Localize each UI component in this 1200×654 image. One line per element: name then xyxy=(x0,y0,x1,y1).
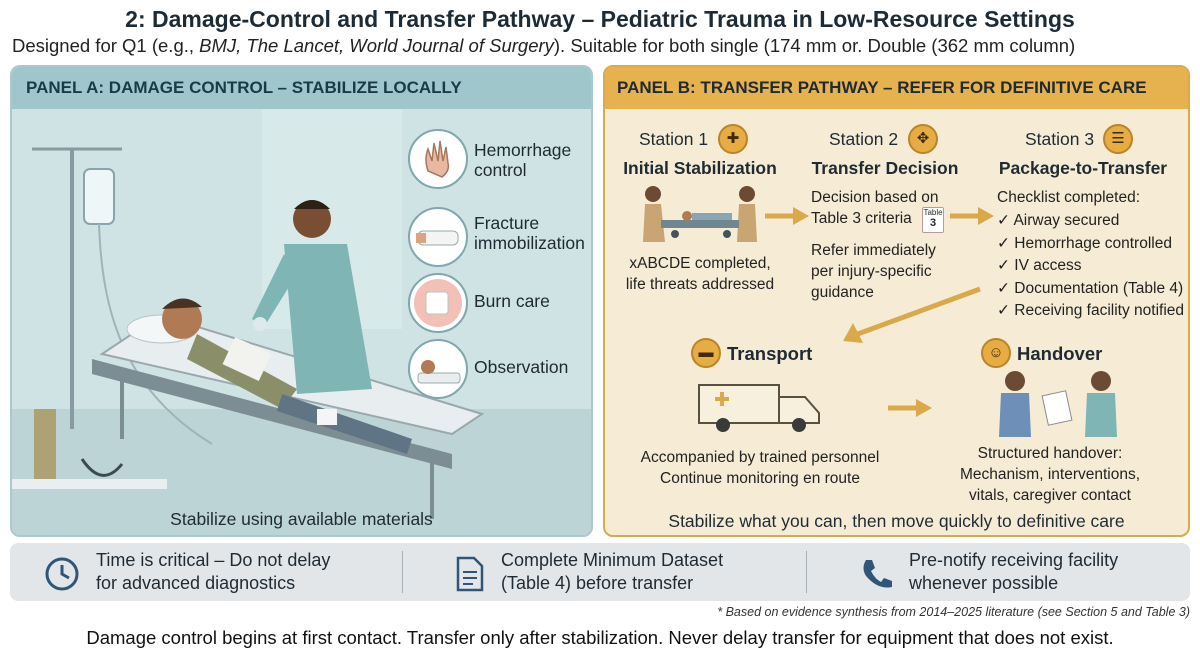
badge-number: 3 xyxy=(929,217,937,229)
hemorrhage-label-1: Hemorrhage xyxy=(474,140,572,160)
key-messages-bar: Time is critical – Do not delay for advan… xyxy=(10,543,1190,601)
station-1-line-2: life threats addressed xyxy=(625,276,775,293)
transport-line-2: Continue monitoring en route xyxy=(660,470,860,487)
subtitle-journals: BMJ, The Lancet, World Journal of Surger… xyxy=(199,35,554,56)
station-2-line-2: Table 3 criteria xyxy=(811,210,912,227)
panel-a-footer: Stabilize using available materials xyxy=(170,509,433,529)
decision-icon: ✥ xyxy=(908,124,938,154)
divider xyxy=(806,551,807,593)
transport-title: Transport xyxy=(727,343,813,364)
panel-a: PANEL A: DAMAGE CONTROL – STABILIZE LOCA… xyxy=(10,65,593,537)
fracture-label-1: Fracture xyxy=(474,213,540,233)
burn-dressing-icon xyxy=(408,273,468,333)
return-arrow-icon xyxy=(843,286,981,343)
station-2-title: Transfer Decision xyxy=(811,158,959,178)
ambulance-icon: ▬ xyxy=(691,338,721,368)
station-2-line-3: Refer immediately xyxy=(811,242,936,259)
side-table-icon xyxy=(12,409,167,489)
clinician-icon xyxy=(252,200,372,394)
patient-observation-icon xyxy=(408,339,468,399)
arrow-icon xyxy=(888,399,932,417)
panel-a-heading: PANEL A: DAMAGE CONTROL – STABILIZE LOCA… xyxy=(12,67,591,109)
time-line-1: Time is critical – Do not delay xyxy=(96,550,331,570)
transport-line-1: Accompanied by trained personnel xyxy=(640,449,880,466)
panel-b: PANEL B: TRANSFER PATHWAY – REFER FOR DE… xyxy=(603,65,1190,537)
badge-table: Table xyxy=(923,208,943,217)
subtitle-prefix: Designed for Q1 (e.g., xyxy=(12,35,200,56)
checklist-item: Hemorrhage controlled xyxy=(1014,234,1172,252)
station-2-line-5: guidance xyxy=(811,284,874,301)
page-title: 2: Damage-Control and Transfer Pathway –… xyxy=(125,6,1075,32)
handover-line-1: Structured handover: xyxy=(977,445,1123,462)
divider xyxy=(402,551,403,593)
handover-text: Structured handover: Mechanism, intervent… xyxy=(935,443,1165,506)
observation-label: Observation xyxy=(474,357,569,377)
iv-pole-icon xyxy=(32,147,213,445)
dataset-line-2: (Table 4) before transfer xyxy=(501,573,694,593)
prenotify-line-1: Pre-notify receiving facility xyxy=(909,550,1119,570)
subtitle-suffix: ). Suitable for both single (174 mm or. … xyxy=(553,35,1076,56)
handover-title: Handover xyxy=(1017,343,1103,364)
station-3-title: Package-to-Transfer xyxy=(998,158,1168,178)
child-patient-icon xyxy=(162,298,412,454)
stretcher-icon xyxy=(643,186,757,242)
checklist-intro: Checklist completed: xyxy=(997,189,1141,206)
dataset-line-1: Complete Minimum Dataset xyxy=(501,550,724,570)
checklist: ✓ Airway secured ✓ Hemorrhage controlled… xyxy=(997,212,1185,319)
station-2-label: Station 2 xyxy=(829,129,899,149)
arrow-icon xyxy=(765,207,809,225)
panel-b-footer: Stabilize what you can, then move quickl… xyxy=(668,511,1125,531)
closing-statement: Damage control begins at first contact. … xyxy=(86,627,1114,648)
prenotify-line-2: whenever possible xyxy=(909,573,1059,593)
station-2-text: Decision based on Table 3 criteria xyxy=(811,187,939,229)
ambulance-illustration xyxy=(698,384,820,432)
station-3-label: Station 3 xyxy=(1025,129,1095,149)
key-message-prenotify: Pre-notify receiving facility whenever po… xyxy=(909,549,1118,595)
arrow-icon xyxy=(950,207,994,225)
clinician-icon: ✚ xyxy=(718,124,748,154)
document-icon xyxy=(456,556,484,592)
checklist-item: Airway secured xyxy=(1013,212,1120,229)
panel-b-heading: PANEL B: TRANSFER PATHWAY – REFER FOR DE… xyxy=(605,67,1188,109)
subtitle: Designed for Q1 (e.g., BMJ, The Lancet, … xyxy=(12,35,1192,57)
station-2-line-4: per injury-specific xyxy=(811,263,932,280)
station-2-line-1: Decision based on xyxy=(811,189,939,206)
footnote: * Based on evidence synthesis from 2014–… xyxy=(717,605,1190,619)
time-line-2: for advanced diagnostics xyxy=(96,573,296,593)
handover-line-3: vitals, caregiver contact xyxy=(969,487,1131,504)
phone-icon xyxy=(863,560,892,588)
burn-care-label: Burn care xyxy=(474,291,550,311)
key-message-dataset: Complete Minimum Dataset (Table 4) before… xyxy=(501,549,723,595)
hemorrhage-label-2: control xyxy=(474,160,527,180)
splint-icon xyxy=(408,207,468,267)
clock-icon xyxy=(45,557,79,591)
station-1-title: Initial Stabilization xyxy=(623,158,777,178)
handover-line-2: Mechanism, interventions, xyxy=(959,466,1141,483)
checklist-item: IV access xyxy=(1014,257,1082,274)
clipboard-icon: ☰ xyxy=(1103,124,1133,154)
station-1-label: Station 1 xyxy=(639,129,709,149)
people-icon: ☺ xyxy=(981,338,1011,368)
handover-illustration xyxy=(999,371,1117,437)
fracture-label-2: immobilization xyxy=(474,233,585,253)
key-message-time: Time is critical – Do not delay for advan… xyxy=(96,549,330,595)
station-1-text: xABCDE completed, life threats addressed xyxy=(610,253,790,295)
treatment-room-illustration xyxy=(12,109,591,535)
hemorrhage-control-icon xyxy=(408,129,468,189)
checklist-item: Receiving facility notified xyxy=(1014,302,1185,319)
station-2-guidance: Refer immediately per injury-specific guid… xyxy=(811,240,936,303)
checklist-item: Documentation (Table 4) xyxy=(1014,279,1184,297)
station-1-line-1: xABCDE completed, xyxy=(629,255,771,272)
